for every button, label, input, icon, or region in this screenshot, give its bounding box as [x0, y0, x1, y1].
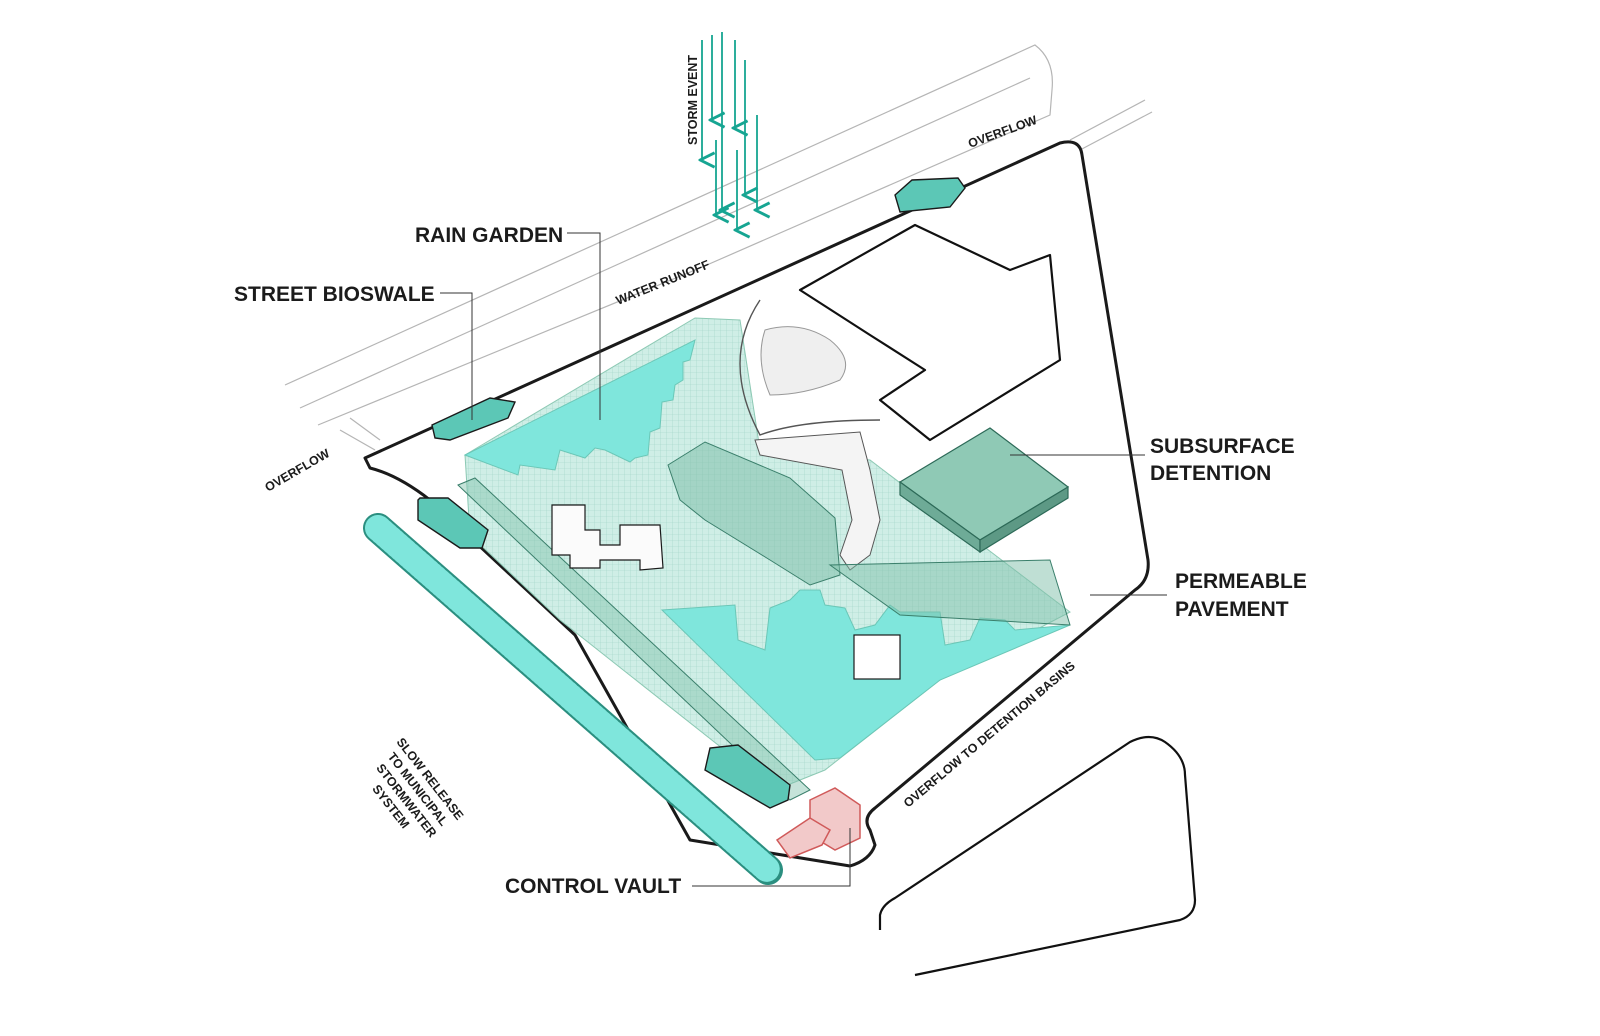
lower-street-curb [878, 735, 1197, 977]
bioswale-bottom[interactable] [704, 744, 791, 809]
pavement-strip-right [828, 559, 1071, 626]
site-boundary [363, 140, 1150, 868]
street-outline [284, 44, 1153, 451]
subsurface-label-line1: SUBSURFACE [1150, 435, 1295, 458]
plaza-ground [760, 326, 847, 396]
water-runoff-label: WATER RUNOFF [614, 257, 712, 307]
storm-event-arrows [702, 32, 757, 230]
bioswale-top[interactable] [894, 177, 966, 213]
storm-event-label: STORM EVENT [686, 55, 700, 145]
slow-release-label: SLOW RELEASE TO MUNICIPAL STORMWATER SYS… [369, 735, 466, 840]
rain-garden-label: RAIN GARDEN [415, 224, 563, 247]
rain-garden-courtyard [853, 634, 901, 680]
slow-release-pipe [363, 513, 783, 885]
pavement-prism-center [667, 441, 841, 586]
subsurface-detention-box[interactable] [898, 427, 1070, 554]
leader-control-vault [692, 828, 851, 887]
building-outline [798, 223, 1062, 442]
leader-street-bioswale [440, 292, 473, 420]
control-vault-label: CONTROL VAULT [505, 875, 681, 898]
plaza-arc [739, 299, 881, 436]
overflow-left-label: OVERFLOW [263, 446, 333, 494]
pavement-prism-diagonal [457, 477, 811, 801]
street-bioswale-label: STREET BIOSWALE [234, 283, 435, 306]
bioswale-left-top[interactable] [431, 397, 517, 441]
rain-garden-upper[interactable] [463, 339, 696, 476]
subsurface-label-line2: DETENTION [1150, 462, 1271, 485]
leader-rain-garden [567, 232, 601, 420]
control-vault[interactable] [775, 787, 861, 859]
permeable-label-line2: PAVEMENT [1175, 598, 1289, 621]
permeable-label-line1: PERMEABLE [1175, 570, 1307, 593]
overflow-top-label: OVERFLOW [966, 113, 1039, 151]
courtyard-cutout [551, 504, 664, 571]
bioswale-left-mid[interactable] [417, 497, 489, 549]
